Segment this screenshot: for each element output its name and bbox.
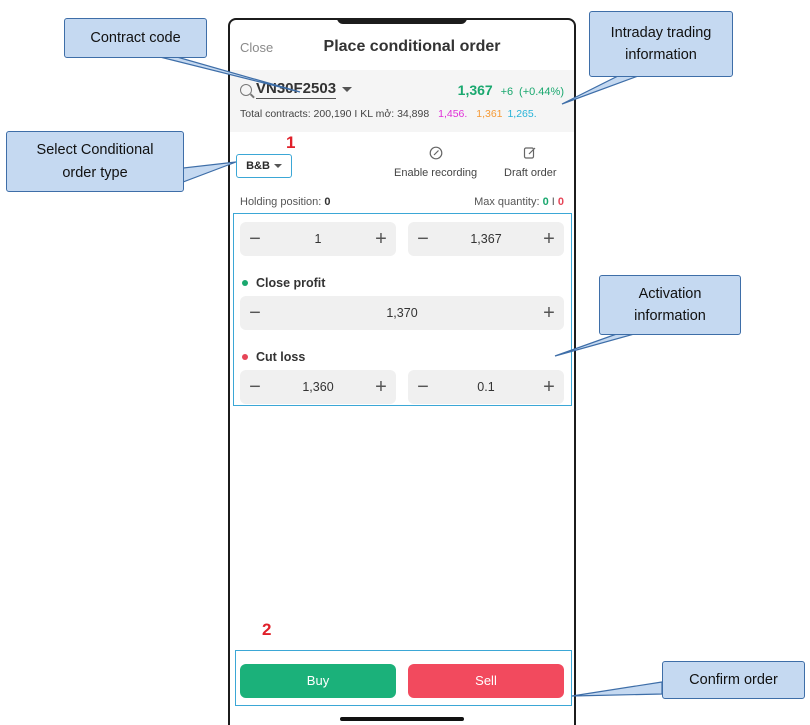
stats-text: Total contracts: 200,190 I KL mở: 34,898 [240,108,430,120]
page-title: Place conditional order [323,38,501,55]
price-summary: 1,367 +6 (+0.44%) [458,82,564,98]
quantity-value[interactable]: 1 [314,232,322,246]
max-qty-separator: I [551,196,555,208]
pen-circle-icon [429,146,442,160]
enable-recording-button[interactable]: Enable recording [394,146,477,179]
cut-loss-minus-button[interactable]: − [249,376,261,398]
max-qty-buy: 0 [542,196,549,208]
contract-info: VN30F2503 1,367 +6 (+0.44%) Total contra… [230,70,574,132]
max-qty-sell: 0 [557,196,564,208]
green-dot-icon [242,280,248,286]
price-change-pct: (+0.44%) [519,86,564,98]
draft-order-label: Draft order [504,167,557,179]
max-quantity: Max quantity: 0 I 0 [474,196,564,208]
cut-loss-step-plus-button[interactable]: + [543,376,555,398]
connector-confirm [571,681,663,697]
holding-position: Holding position: 0 [240,196,331,208]
contract-code: VN30F2503 [256,80,337,99]
buy-button[interactable]: Buy [240,664,396,698]
top-bar: Close Place conditional order [230,36,574,66]
quantity-stepper[interactable]: − 1 + [240,222,396,256]
order-panel: B&B Enable recording Draft order Holding… [230,134,574,725]
cut-loss-plus-button[interactable]: + [375,376,387,398]
cut-loss-step-stepper[interactable]: − 0.1 + [408,370,564,404]
sell-button[interactable]: Sell [408,664,564,698]
close-profit-label: Close profit [242,276,325,290]
close-button[interactable]: Close [240,40,274,55]
callout-select-type: Select Conditional order type [6,131,184,192]
quantity-minus-button[interactable]: − [249,228,261,250]
price-stepper[interactable]: − 1,367 + [408,222,564,256]
price-change: +6 [500,86,514,98]
edit-icon [524,147,536,159]
stat-floor: 1,265. [507,108,537,120]
phone-notch [337,20,467,24]
order-type-select[interactable]: B&B [236,154,292,178]
callout-contract-code: Contract code [64,18,207,58]
close-profit-minus-button[interactable]: − [249,302,261,324]
stat-reference: 1,361 [476,108,503,120]
home-indicator [340,717,464,721]
cut-loss-value[interactable]: 1,360 [302,380,334,394]
callout-intraday-info: Intraday trading information [589,11,733,77]
chevron-down-icon [342,87,353,92]
step-number-2: 2 [262,620,272,639]
enable-recording-label: Enable recording [394,167,478,179]
close-profit-stepper[interactable]: − 1,370 + [240,296,564,330]
draft-order-button[interactable]: Draft order [504,146,557,179]
contract-selector[interactable]: VN30F2503 [240,80,353,99]
intraday-stats: Total contracts: 200,190 I KL mở: 34,898… [240,108,537,120]
cut-loss-stepper[interactable]: − 1,360 + [240,370,396,404]
quantity-plus-button[interactable]: + [375,228,387,250]
cut-loss-step-minus-button[interactable]: − [417,376,429,398]
holding-value: 0 [324,196,331,208]
cut-loss-text: Cut loss [256,350,306,364]
activation-frame [233,213,572,406]
cut-loss-step-value[interactable]: 0.1 [477,380,495,394]
close-profit-value[interactable]: 1,370 [386,306,418,320]
search-icon [240,83,252,96]
price-minus-button[interactable]: − [417,228,429,250]
chevron-down-icon [273,164,282,168]
cut-loss-label: Cut loss [242,350,305,364]
holding-label: Holding position: [240,196,322,208]
confirm-frame [235,650,572,706]
step-number-1: 1 [286,133,296,152]
close-profit-text: Close profit [256,276,326,290]
close-profit-plus-button[interactable]: + [543,302,555,324]
callout-activation-info: Activation information [599,275,741,335]
order-type-label: B&B [246,160,270,172]
red-dot-icon [242,354,248,360]
callout-confirm-order: Confirm order [662,661,805,699]
max-qty-label: Max quantity: [474,196,540,208]
price-value[interactable]: 1,367 [470,232,502,246]
price-plus-button[interactable]: + [543,228,555,250]
stat-ceiling: 1,456. [438,108,468,120]
last-price: 1,367 [457,82,493,98]
